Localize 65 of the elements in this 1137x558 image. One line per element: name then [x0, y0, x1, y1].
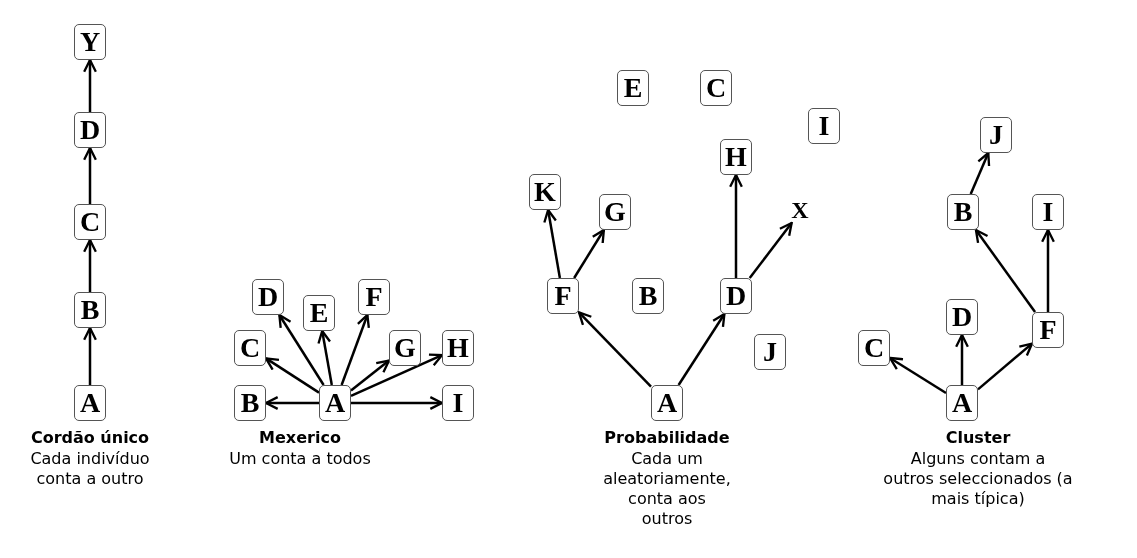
caption-heading: Cordão único	[29, 428, 151, 448]
node-box: A	[651, 385, 683, 421]
node-box: E	[303, 295, 335, 331]
node-box: G	[389, 330, 421, 366]
node-box: I	[1032, 194, 1064, 230]
arrow	[573, 228, 605, 279]
arrow	[748, 221, 793, 279]
node-box: G	[599, 194, 631, 230]
arrow	[351, 396, 444, 410]
node-box: D	[946, 299, 978, 335]
node-box: A	[319, 385, 351, 421]
arrow	[969, 151, 991, 195]
caption-heading: Probabilidade	[603, 428, 731, 448]
arrow	[577, 311, 652, 388]
arrow	[340, 313, 370, 386]
caption-heading: Mexerico	[258, 428, 342, 448]
node-box: C	[858, 330, 890, 366]
node-box: A	[74, 385, 106, 421]
node-box: E	[617, 70, 649, 106]
node-box: I	[808, 108, 840, 144]
node-box: I	[442, 385, 474, 421]
caption-text: Um conta a todos	[228, 449, 372, 469]
arrow	[543, 208, 562, 279]
node-box: A	[946, 385, 978, 421]
node-box: J	[754, 334, 786, 370]
arrow	[350, 353, 444, 397]
arrow	[350, 359, 391, 392]
node-box: B	[234, 385, 266, 421]
arrow	[1041, 228, 1055, 312]
arrow	[264, 357, 320, 394]
caption-heading: Cluster	[944, 428, 1012, 448]
node-box: F	[1032, 312, 1064, 348]
arrow	[83, 326, 97, 385]
arrow	[977, 342, 1034, 391]
caption-text: Cada um aleatoriamente, conta aos outros	[602, 449, 732, 529]
node-box: D	[74, 112, 106, 148]
arrow	[264, 396, 319, 410]
arrow	[317, 329, 334, 386]
node-box: F	[547, 278, 579, 314]
node-box: C	[234, 330, 266, 366]
node-box: H	[442, 330, 474, 366]
node-box: C	[74, 204, 106, 240]
arrow	[83, 238, 97, 292]
caption-text: Cada indivíduo conta a outro	[29, 449, 151, 489]
node-box: D	[252, 279, 284, 315]
node-box: K	[529, 174, 561, 210]
node-box: H	[720, 139, 752, 175]
arrow	[278, 313, 325, 386]
arrow	[729, 173, 743, 278]
node-box: F	[358, 279, 390, 315]
arrow	[974, 228, 1037, 313]
arrow	[83, 146, 97, 204]
node-box: D	[720, 278, 752, 314]
node-box: B	[632, 278, 664, 314]
arrow	[677, 312, 726, 386]
node-box: J	[980, 117, 1012, 153]
node-box: B	[947, 194, 979, 230]
node-label: X	[791, 201, 809, 223]
arrow	[955, 333, 969, 385]
node-box: Y	[74, 24, 106, 60]
node-box: C	[700, 70, 732, 106]
arrow	[888, 356, 947, 395]
arrow	[83, 58, 97, 112]
caption-text: Alguns contam a outros seleccionados (a mais típica)	[883, 449, 1073, 509]
node-box: B	[74, 292, 106, 328]
